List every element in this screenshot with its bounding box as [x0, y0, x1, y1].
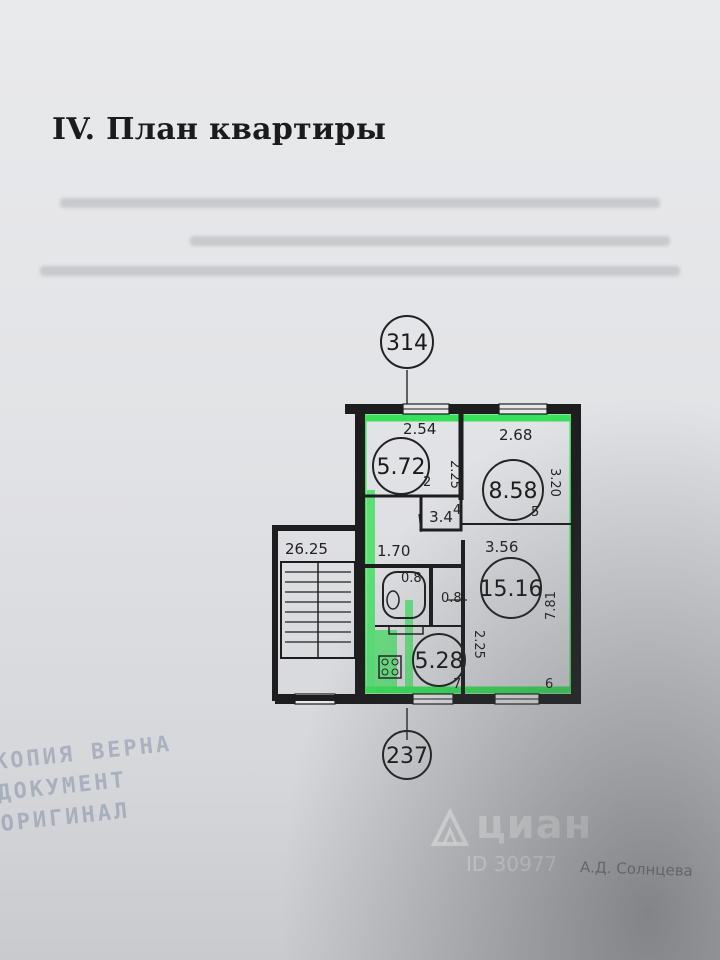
dim-hall-small: 0.8: [441, 591, 462, 606]
bleed-through-line: [40, 266, 680, 276]
axis-label-bottom: 237: [386, 744, 428, 769]
room-a-area: 5.72: [377, 455, 426, 480]
room-area-marker: [482, 459, 544, 521]
highlight-strip: [367, 490, 375, 690]
dim-stair-width: 26.25: [285, 540, 328, 558]
room-area-marker: [412, 633, 466, 687]
bathtub: [382, 571, 426, 619]
watermark: циан ID 30977: [430, 800, 670, 890]
watermark-id: ID 30977: [466, 852, 558, 876]
room-number: 6: [545, 677, 553, 692]
dim-kitchen-depth: 2.25: [471, 630, 486, 659]
dim-room-a-depth: 2.25: [447, 460, 462, 489]
axis-marker-top: [380, 315, 434, 369]
wall-top: [345, 404, 580, 414]
stairwell-wall: [272, 525, 364, 701]
dim-room-c-depth: 7.81: [544, 591, 559, 620]
dim-top-left: 2.54: [403, 420, 436, 438]
room-area-marker: [480, 557, 542, 619]
dim-room-c-width: 3.56: [485, 538, 518, 556]
kitchen-area: 5.28: [415, 649, 464, 674]
wall-right: [571, 404, 581, 704]
faded-stamp: КОПИЯ ВЕРНА ДОКУМЕНТ ОРИГИНАЛ: [0, 716, 278, 903]
watermark-logo-icon: [430, 807, 470, 846]
hall-closet: [419, 494, 463, 532]
sink: [388, 625, 424, 635]
highlight-strip: [405, 600, 413, 688]
room-number: 7: [453, 677, 461, 692]
bleed-through-line: [190, 236, 670, 246]
room-area-marker: [372, 437, 430, 495]
dim-bath-width: 0.8: [401, 571, 422, 586]
watermark-brand: циан: [476, 802, 593, 848]
stove: [378, 655, 402, 679]
room-number: 2: [423, 475, 431, 490]
floor-plan: 314 237: [255, 300, 605, 800]
page-title: IV. План квартиры: [52, 112, 387, 147]
room-b-area: 8.58: [489, 479, 538, 504]
axis-label-top: 314: [386, 331, 428, 356]
hall-area: 3.4: [429, 508, 453, 526]
toilet: [386, 590, 400, 610]
room-number: 4: [453, 503, 461, 518]
room-c-area: 15.16: [480, 577, 543, 602]
room-number: 5: [531, 505, 539, 520]
axis-marker-bottom: [382, 730, 432, 780]
dim-top-right: 2.68: [499, 426, 532, 444]
dim-room-b-depth: 3.20: [547, 468, 562, 497]
bleed-through-line: [60, 198, 660, 208]
dim-hall-width: 1.70: [377, 542, 410, 560]
floor-plan-drawing: 314 237: [272, 315, 581, 780]
